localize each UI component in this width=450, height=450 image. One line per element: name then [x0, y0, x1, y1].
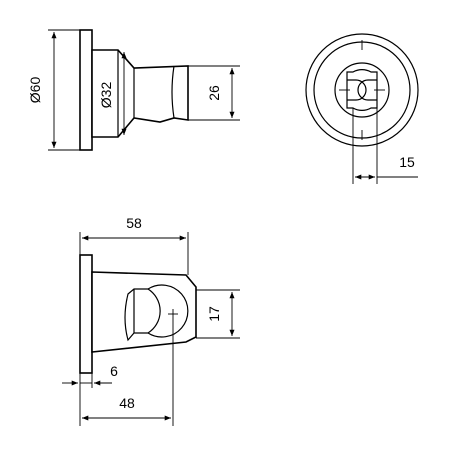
front-outer-rim	[305, 33, 419, 147]
side-wall-plate	[79, 29, 93, 151]
dim-label-overall-length: 58	[126, 215, 142, 231]
front-hose-slot	[346, 68, 378, 112]
dim-label-plate-thickness: 6	[110, 363, 118, 379]
dim-label-body-diameter: Ø32	[98, 82, 114, 109]
dim-label-plate-diameter: Ø60	[27, 77, 43, 104]
dim-label-holder-height: 17	[206, 306, 222, 322]
front-view: 15	[305, 33, 419, 184]
side-view: Ø60 Ø32 26	[27, 29, 240, 151]
front-body-circle	[334, 62, 390, 118]
dim-label-front-width: 15	[399, 154, 415, 170]
top-holder-body	[91, 271, 197, 353]
front-inner-rim	[313, 41, 411, 139]
dim-label-side-height: 26	[206, 85, 222, 101]
top-hose-cradle	[124, 284, 189, 342]
dim-label-axis-distance: 48	[119, 395, 135, 411]
top-wall-plate	[79, 254, 93, 374]
top-view: 58 17 6 48	[62, 215, 240, 426]
